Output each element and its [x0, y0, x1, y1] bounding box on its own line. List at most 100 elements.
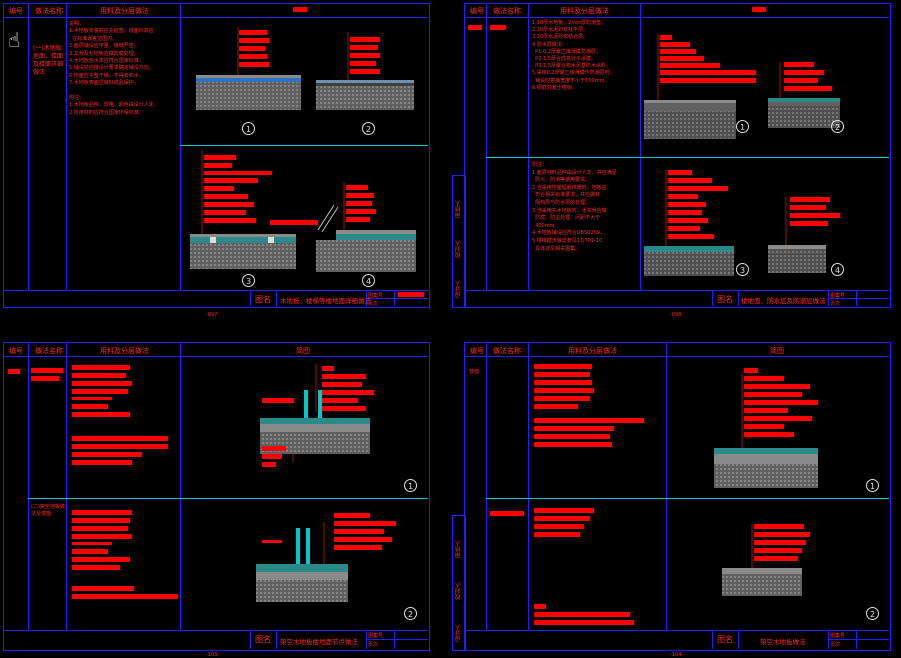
layer-label: [350, 45, 378, 50]
material-line: [72, 381, 132, 386]
material-line: [72, 452, 142, 457]
item-code: [490, 511, 524, 516]
figure-number: 3: [242, 274, 255, 287]
layer-label: [790, 205, 826, 210]
figure-number: 1: [736, 120, 749, 133]
layer-label: [668, 210, 702, 215]
layer-label: [204, 178, 258, 183]
material-line: [534, 508, 594, 513]
side-label: 校对人: [455, 582, 462, 600]
title-block-top: [3, 290, 428, 291]
item-name-top: 楼面: [469, 369, 480, 375]
layer-label: [660, 42, 690, 47]
material-line: [72, 373, 126, 378]
col-divider: [666, 342, 667, 630]
material-line: [72, 460, 132, 465]
layer-label: [239, 30, 267, 35]
layer-label: [346, 209, 376, 214]
material-line: [534, 524, 584, 529]
material-line: [534, 426, 614, 431]
header-divider: [464, 17, 889, 18]
col-divider: [28, 342, 29, 630]
notes-text: 说明： 1.木地板安装前应先检查，楼面标高应 在标准误差范围内。 2.面层铺设应…: [69, 21, 159, 116]
layer-label: [744, 432, 794, 437]
material-line: [72, 549, 108, 554]
layer-label: [754, 548, 802, 553]
layer-label: [322, 390, 374, 395]
layer-label: [204, 210, 246, 215]
col-divider: [28, 3, 29, 290]
material-line: [72, 526, 128, 531]
col-divider: [528, 342, 529, 630]
col-divider: [640, 3, 641, 290]
item-name-bottom: (二)架空地板做法及楼面: [31, 504, 65, 518]
title-divider: [828, 298, 889, 299]
layer-label: [262, 462, 276, 467]
figure-number: 2: [362, 122, 375, 135]
col-divider: [486, 342, 487, 630]
layer-label: [239, 54, 267, 59]
layer-label: [262, 446, 286, 451]
header-materials: 用料及分层做法: [100, 347, 149, 355]
layer-label: [754, 524, 804, 529]
layer-label: [346, 185, 368, 190]
layer-label: [744, 400, 818, 405]
layer-label: [790, 197, 830, 202]
layer-label: [334, 545, 382, 550]
header-figure: 简图: [770, 347, 784, 355]
raised-floor-figure-1: [714, 374, 818, 488]
atlas-number: [398, 292, 424, 297]
layer-label: [668, 178, 712, 183]
layer-label: [660, 49, 696, 54]
layer-label: [334, 529, 384, 534]
layer-label: [660, 56, 704, 61]
material-line: [72, 436, 168, 441]
layer-label: [668, 170, 692, 175]
side-label: 设计人: [455, 624, 462, 642]
drawing-sheet-098: [464, 3, 891, 308]
material-line: [534, 604, 546, 609]
layer-label: [204, 202, 254, 207]
material-line: [534, 388, 594, 393]
side-strip-box: [452, 515, 466, 651]
layer-label: [346, 217, 370, 222]
drawing-sheet-097: [3, 3, 430, 308]
layer-label: [784, 86, 832, 91]
layer-label: [239, 62, 269, 67]
col-divider: [66, 3, 67, 290]
layer-label: [322, 406, 366, 411]
title-divider: [712, 290, 713, 306]
header-figure: 简图: [296, 347, 310, 355]
figure-number: 1: [404, 479, 417, 492]
figure-number: 1: [242, 122, 255, 135]
title-block-top: [3, 630, 428, 631]
layer-label: [322, 382, 362, 387]
layer-label: [334, 513, 370, 518]
floor-section-figure-3: [644, 170, 734, 276]
layer-label: [790, 213, 840, 218]
layer-label: [660, 78, 756, 83]
raised-floor-figure-2: [722, 524, 802, 596]
page-label: -103-: [206, 652, 220, 658]
raised-floor-node-figure-1: [260, 364, 370, 462]
title-divider: [276, 290, 277, 306]
layer-label: [784, 78, 818, 83]
layer-label: [350, 37, 380, 42]
title-block-top: [464, 630, 889, 631]
header-number: 编号: [9, 347, 23, 355]
title-divider: [366, 639, 428, 640]
title-divider: [738, 630, 739, 649]
drawing-sheet-104: [464, 342, 891, 651]
layer-label: [784, 62, 814, 67]
layer-label: [334, 537, 392, 542]
layer-label: [204, 155, 236, 160]
layer-label: [668, 202, 706, 207]
material-line: [534, 516, 590, 521]
header-figure-mark: [752, 7, 766, 12]
title-divider: [276, 630, 277, 649]
layer-label: [322, 366, 334, 371]
material-line: [534, 372, 590, 377]
header-name: 做法名称: [493, 347, 521, 355]
atlas-number-label: 图集号: [368, 633, 384, 639]
title-block-top: [464, 290, 889, 291]
